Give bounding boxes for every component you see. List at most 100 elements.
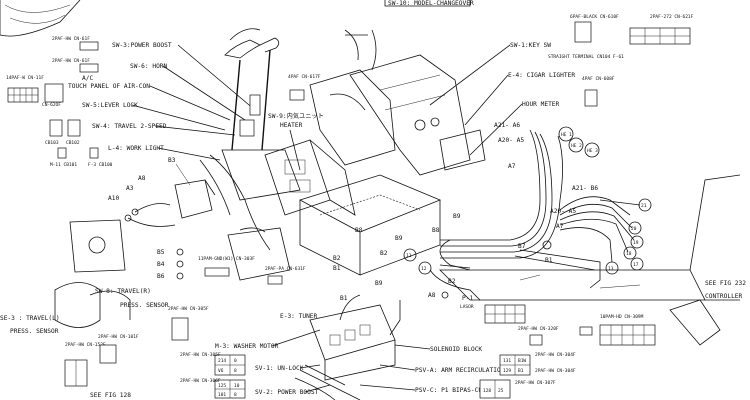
seefig128-label: SEE FIG 128 bbox=[90, 392, 131, 399]
heater-jp-label: SW-9:内気ユニット bbox=[268, 112, 324, 120]
callout-b9: B9 bbox=[395, 235, 403, 242]
callout-18: 18 bbox=[626, 251, 632, 257]
conn-cn617-label: 4PAF CN-617F bbox=[288, 74, 321, 80]
callout-b1: B1 bbox=[340, 295, 348, 302]
sw6-label: SW-6: HORN bbox=[130, 63, 168, 70]
e3-label: E-3: TUNER bbox=[280, 313, 318, 320]
conn-cn306-label: 11PAM-GND(W1) CN-303F bbox=[198, 256, 255, 262]
sw1-label: SW-1:KEY SW bbox=[510, 42, 551, 49]
l4-label: L-4: WORK LIGHT bbox=[108, 145, 164, 152]
sv2-term1: 125 bbox=[218, 383, 226, 389]
conn-cn36b-label: STRAIGHT TERMINAL CN104 F-61 bbox=[548, 54, 624, 60]
sv2-term2: 10 bbox=[234, 383, 240, 389]
callout-b1b: B1 bbox=[333, 265, 341, 272]
callout-b2c: B2 bbox=[448, 278, 456, 285]
psvc-label: PSV-C: P1 BIPAS-CUT bbox=[415, 387, 486, 394]
callout-a21b: A21- B6 bbox=[572, 185, 598, 192]
fuse1-label: CB103 bbox=[45, 140, 59, 146]
conn-cn12-label: 2PAF-HW CN-305F bbox=[168, 306, 209, 312]
sv1-label: SV-1: UN-LOCK bbox=[255, 365, 304, 372]
conn-tl1-label: 2PAF-HW CN-61F bbox=[52, 36, 90, 42]
m3-term2: 0 bbox=[234, 358, 237, 364]
top-header-label: SW-10: MODEL-CHANGEOVER bbox=[388, 0, 474, 7]
sv2-term3: 101 bbox=[218, 392, 226, 398]
psvc-term1: 128 bbox=[483, 388, 491, 394]
conn-bot6-label: 2PAF-HW CN-307F bbox=[515, 380, 556, 386]
conn-bot1-label: 2PAF-HW CN-305F bbox=[180, 352, 221, 358]
solenoid-label: SOLENOID BLOCK bbox=[430, 346, 482, 353]
psva-label: PSV-A: ARM RECIRCULATION bbox=[415, 367, 505, 374]
callout-a20b: A20- A5 bbox=[550, 208, 576, 215]
callout-12: 12 bbox=[421, 266, 427, 272]
solenoid-area: E-3: TUNER M-3: WASHER MOTOR SOLENOID BL… bbox=[168, 294, 576, 400]
press2-label: PRESS. SENSOR bbox=[10, 328, 59, 335]
f3-label: F-3 CB100 bbox=[88, 162, 113, 168]
travel-sensors: SW-8: TRAVEL(R) PRESS. SENSOR SE-3 : TRA… bbox=[0, 282, 169, 399]
controller-label: CONTROLLER bbox=[705, 293, 743, 300]
conn-cn7r-label: 2PAF-272 CN-621F bbox=[650, 14, 694, 20]
se3-label: SE-3 : TRAVEL(L) bbox=[0, 315, 60, 322]
conn-bot2-label: 2PAF-HW CN-306F bbox=[180, 378, 221, 384]
conn-cn304-label: 2PAF-HW CN-304F bbox=[535, 368, 576, 374]
conn-cn101-label: 2PAF-HW CN-101F bbox=[98, 334, 139, 340]
conn-tl2-label: 2PAF-HW CN-61F bbox=[52, 58, 90, 64]
callout-19: 19 bbox=[633, 240, 639, 246]
left-labels: SW-3:POWER BOOST SW-6: HORN A/C TOUCH PA… bbox=[68, 42, 256, 161]
callout-a20: A20- A5 bbox=[498, 137, 524, 144]
m11-label: M-11 CB101 bbox=[50, 162, 77, 168]
right-harness: A21- A6 A20- A5 A7 HE 1 HE 2 HE 3 A21- B… bbox=[428, 122, 746, 346]
m3-term3: V6 bbox=[218, 368, 224, 374]
callout-b8b: B8 bbox=[432, 227, 440, 234]
callout-13: 13 bbox=[608, 266, 614, 272]
m3-term1: 214 bbox=[218, 358, 226, 364]
callout-a8b: A8 bbox=[428, 292, 436, 299]
right-center-labels: SW-1:KEY SW E-4: CIGAR LIGHTER HOUR METE… bbox=[429, 14, 694, 156]
callout-hr2: HE 2 bbox=[571, 143, 582, 149]
callout-b6: B6 bbox=[157, 273, 165, 280]
press1-label: PRESS. SENSOR bbox=[120, 302, 169, 309]
callout-b2: B2 bbox=[380, 250, 388, 257]
conn-tl3-label: 14PAF-W CN-11F bbox=[6, 75, 44, 81]
callout-a7b: A7 bbox=[556, 223, 564, 230]
p1-label: P-1 bbox=[462, 295, 473, 302]
p1b-label: LASOR bbox=[460, 304, 474, 310]
m3-label: M-3: WASHER MOTOR bbox=[215, 343, 279, 350]
callout-a3: A3 bbox=[126, 185, 134, 192]
ac-label: A/C bbox=[82, 75, 93, 82]
sw4-label: SW-4: TRAVEL 2-SPEED bbox=[92, 123, 167, 130]
psvc-term2: 25 bbox=[498, 388, 504, 394]
left-connectors: 2PAF-HW CN-61F 2PAF-HW CN-61F 14PAF-W CN… bbox=[6, 36, 113, 168]
psva-term1: 131 bbox=[503, 358, 511, 364]
hourmeter-label: HOUR METER bbox=[522, 101, 560, 108]
conn-cn309-label: 10PAM-HD CN-309M bbox=[600, 314, 644, 320]
callout-a16: A21- A6 bbox=[494, 122, 520, 129]
callout-b7: B7 bbox=[518, 243, 526, 250]
conn-cn152-label: 2PAF-HW CN-152F bbox=[65, 342, 106, 348]
sw8-label: SW-8: TRAVEL(R) bbox=[95, 288, 151, 295]
conn-tl4-label: CN-62OF bbox=[42, 102, 61, 108]
conn-cn36-label: 6PAF-BLACK CN-610F bbox=[570, 14, 619, 20]
callout-11: 11 bbox=[406, 253, 412, 259]
callout-b4: B4 bbox=[157, 261, 165, 268]
callout-b3: B3 bbox=[168, 157, 176, 164]
psva-term2: B1W bbox=[518, 358, 526, 364]
callout-b9c: B9 bbox=[453, 213, 461, 220]
sv2-label: SV-2: POWER BOOST bbox=[255, 389, 319, 396]
center-console: 4PAF CN-617F SW-9:内気ユニット HEATER B8 B9 B8… bbox=[229, 28, 486, 302]
m3-term4: 8 bbox=[234, 368, 237, 374]
callout-hr1: HE 1 bbox=[561, 132, 572, 138]
seefig232-label: SEE FIG 232 bbox=[705, 280, 746, 287]
callout-17: 17 bbox=[633, 262, 639, 268]
callout-a10: A10 bbox=[108, 195, 119, 202]
sw5-label: SW-5:LEVER LOCK bbox=[82, 102, 138, 109]
conn-cn320-label: 2PAF-HW CN-320F bbox=[518, 326, 559, 332]
conn-cn305-label: 2PAF-PA CN-631F bbox=[265, 266, 306, 272]
ac-panel-label: TOUCH PANEL OF AIR-CON bbox=[68, 83, 150, 90]
callout-b8: B8 bbox=[355, 227, 363, 234]
psva-term3: 129 bbox=[503, 368, 511, 374]
sw3-label: SW-3:POWER BOOST bbox=[112, 42, 172, 49]
callout-hr3: HE 3 bbox=[587, 148, 598, 154]
psva-term4: B1 bbox=[518, 368, 524, 374]
